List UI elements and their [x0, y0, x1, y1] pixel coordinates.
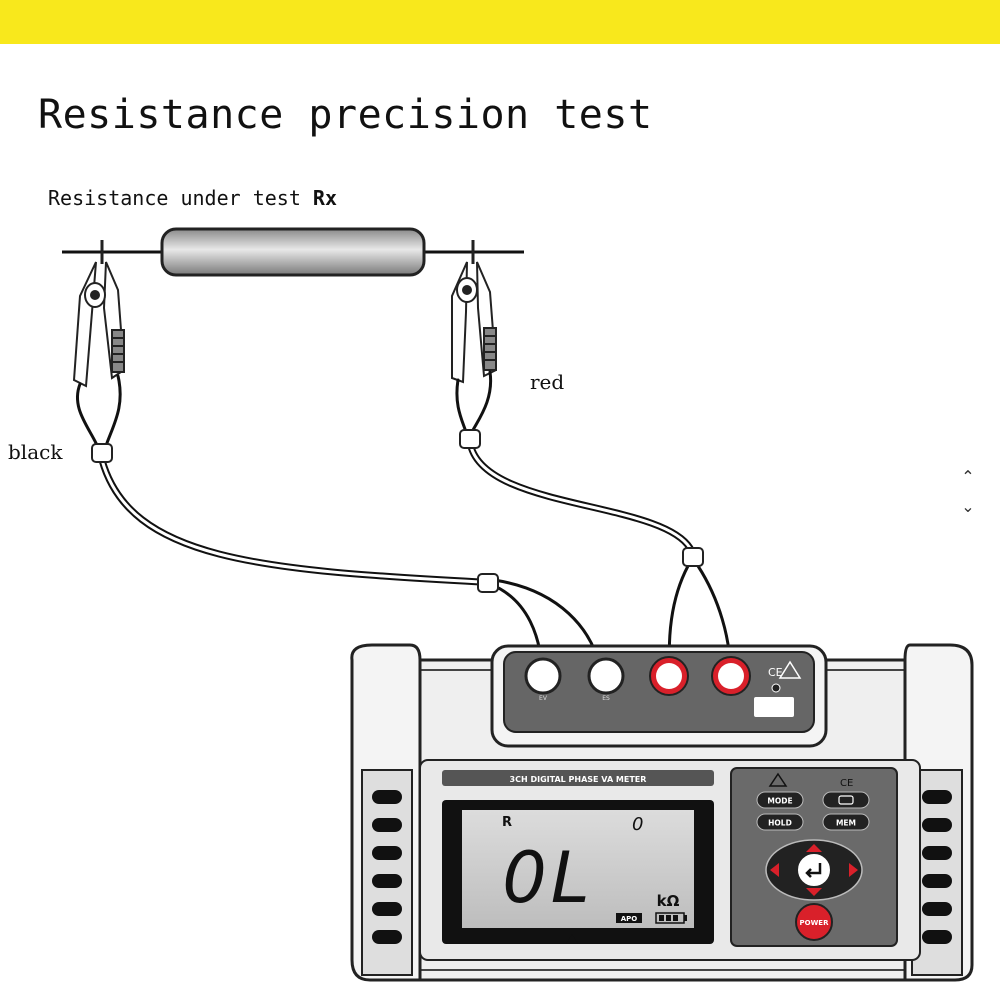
lcd-apo-badge [616, 913, 642, 923]
meter-model-label: 3CH DIGITAL PHASE VA METER [510, 775, 647, 784]
arrow-up-icon[interactable] [806, 844, 822, 852]
resistor-symbol: Rx [312, 186, 337, 210]
black-lead-splitter [91, 443, 113, 463]
camera-button[interactable] [822, 791, 870, 809]
lcd-mode-indicator: R [502, 815, 512, 830]
red-lead-splitter [459, 429, 481, 449]
camera-icon [838, 795, 854, 805]
navigation-pad[interactable] [765, 839, 863, 901]
mem-button[interactable]: MEM [822, 813, 870, 831]
arrow-left-icon[interactable] [770, 863, 779, 877]
black-lead-label: black [8, 440, 63, 464]
hold-button[interactable]: HOLD [756, 813, 804, 831]
enter-icon [805, 863, 822, 878]
warning-icon [566, 934, 578, 944]
lcd-reading: 0L [502, 837, 594, 919]
red-lead-connector [682, 547, 704, 567]
red-alligator-clip [451, 240, 498, 384]
black-lead-cable [76, 374, 602, 670]
lcd-apo-text: APO [621, 915, 638, 923]
battery-icon [655, 912, 687, 924]
mode-button-label: MODE [767, 797, 792, 806]
terminal-red-1 [649, 656, 689, 696]
terminal-black-2: ES [587, 657, 625, 702]
mode-button[interactable]: MODE [756, 791, 804, 809]
power-button[interactable]: POWER [795, 903, 833, 941]
svg-text:EV: EV [539, 695, 548, 702]
black-lead-connector [477, 573, 499, 593]
arrow-right-icon[interactable] [849, 863, 858, 877]
resistor-label-text: Resistance under test [48, 186, 313, 210]
terminal-warning-icons: CE [754, 660, 802, 717]
power-button-label: POWER [800, 919, 830, 927]
top-banner [0, 0, 1000, 44]
chevron-down-icon[interactable]: ⌄ [961, 497, 975, 516]
lcd-unit: kΩ [657, 892, 680, 910]
black-alligator-clip [72, 240, 126, 388]
lcd-index-indicator: 0 [632, 814, 643, 835]
terminal-red-2 [711, 656, 751, 696]
page-title: Resistance precision test [38, 92, 653, 138]
resistor-label: Resistance under test Rx [48, 186, 337, 210]
red-lead-cable [455, 370, 732, 670]
svg-text:CE: CE [768, 666, 783, 679]
svg-text:CE: CE [840, 778, 853, 789]
scroll-control: ⌃ ⌄ [950, 462, 986, 528]
resistor [62, 227, 524, 277]
mem-button-label: MEM [836, 819, 856, 828]
hold-button-label: HOLD [768, 819, 792, 828]
lcd-display [442, 800, 714, 944]
arrow-down-icon[interactable] [806, 888, 822, 896]
svg-text:ES: ES [602, 695, 610, 702]
terminal-black-1: EV [524, 657, 562, 702]
chevron-up-icon[interactable]: ⌃ [961, 467, 975, 486]
red-lead-label: red [530, 370, 565, 394]
